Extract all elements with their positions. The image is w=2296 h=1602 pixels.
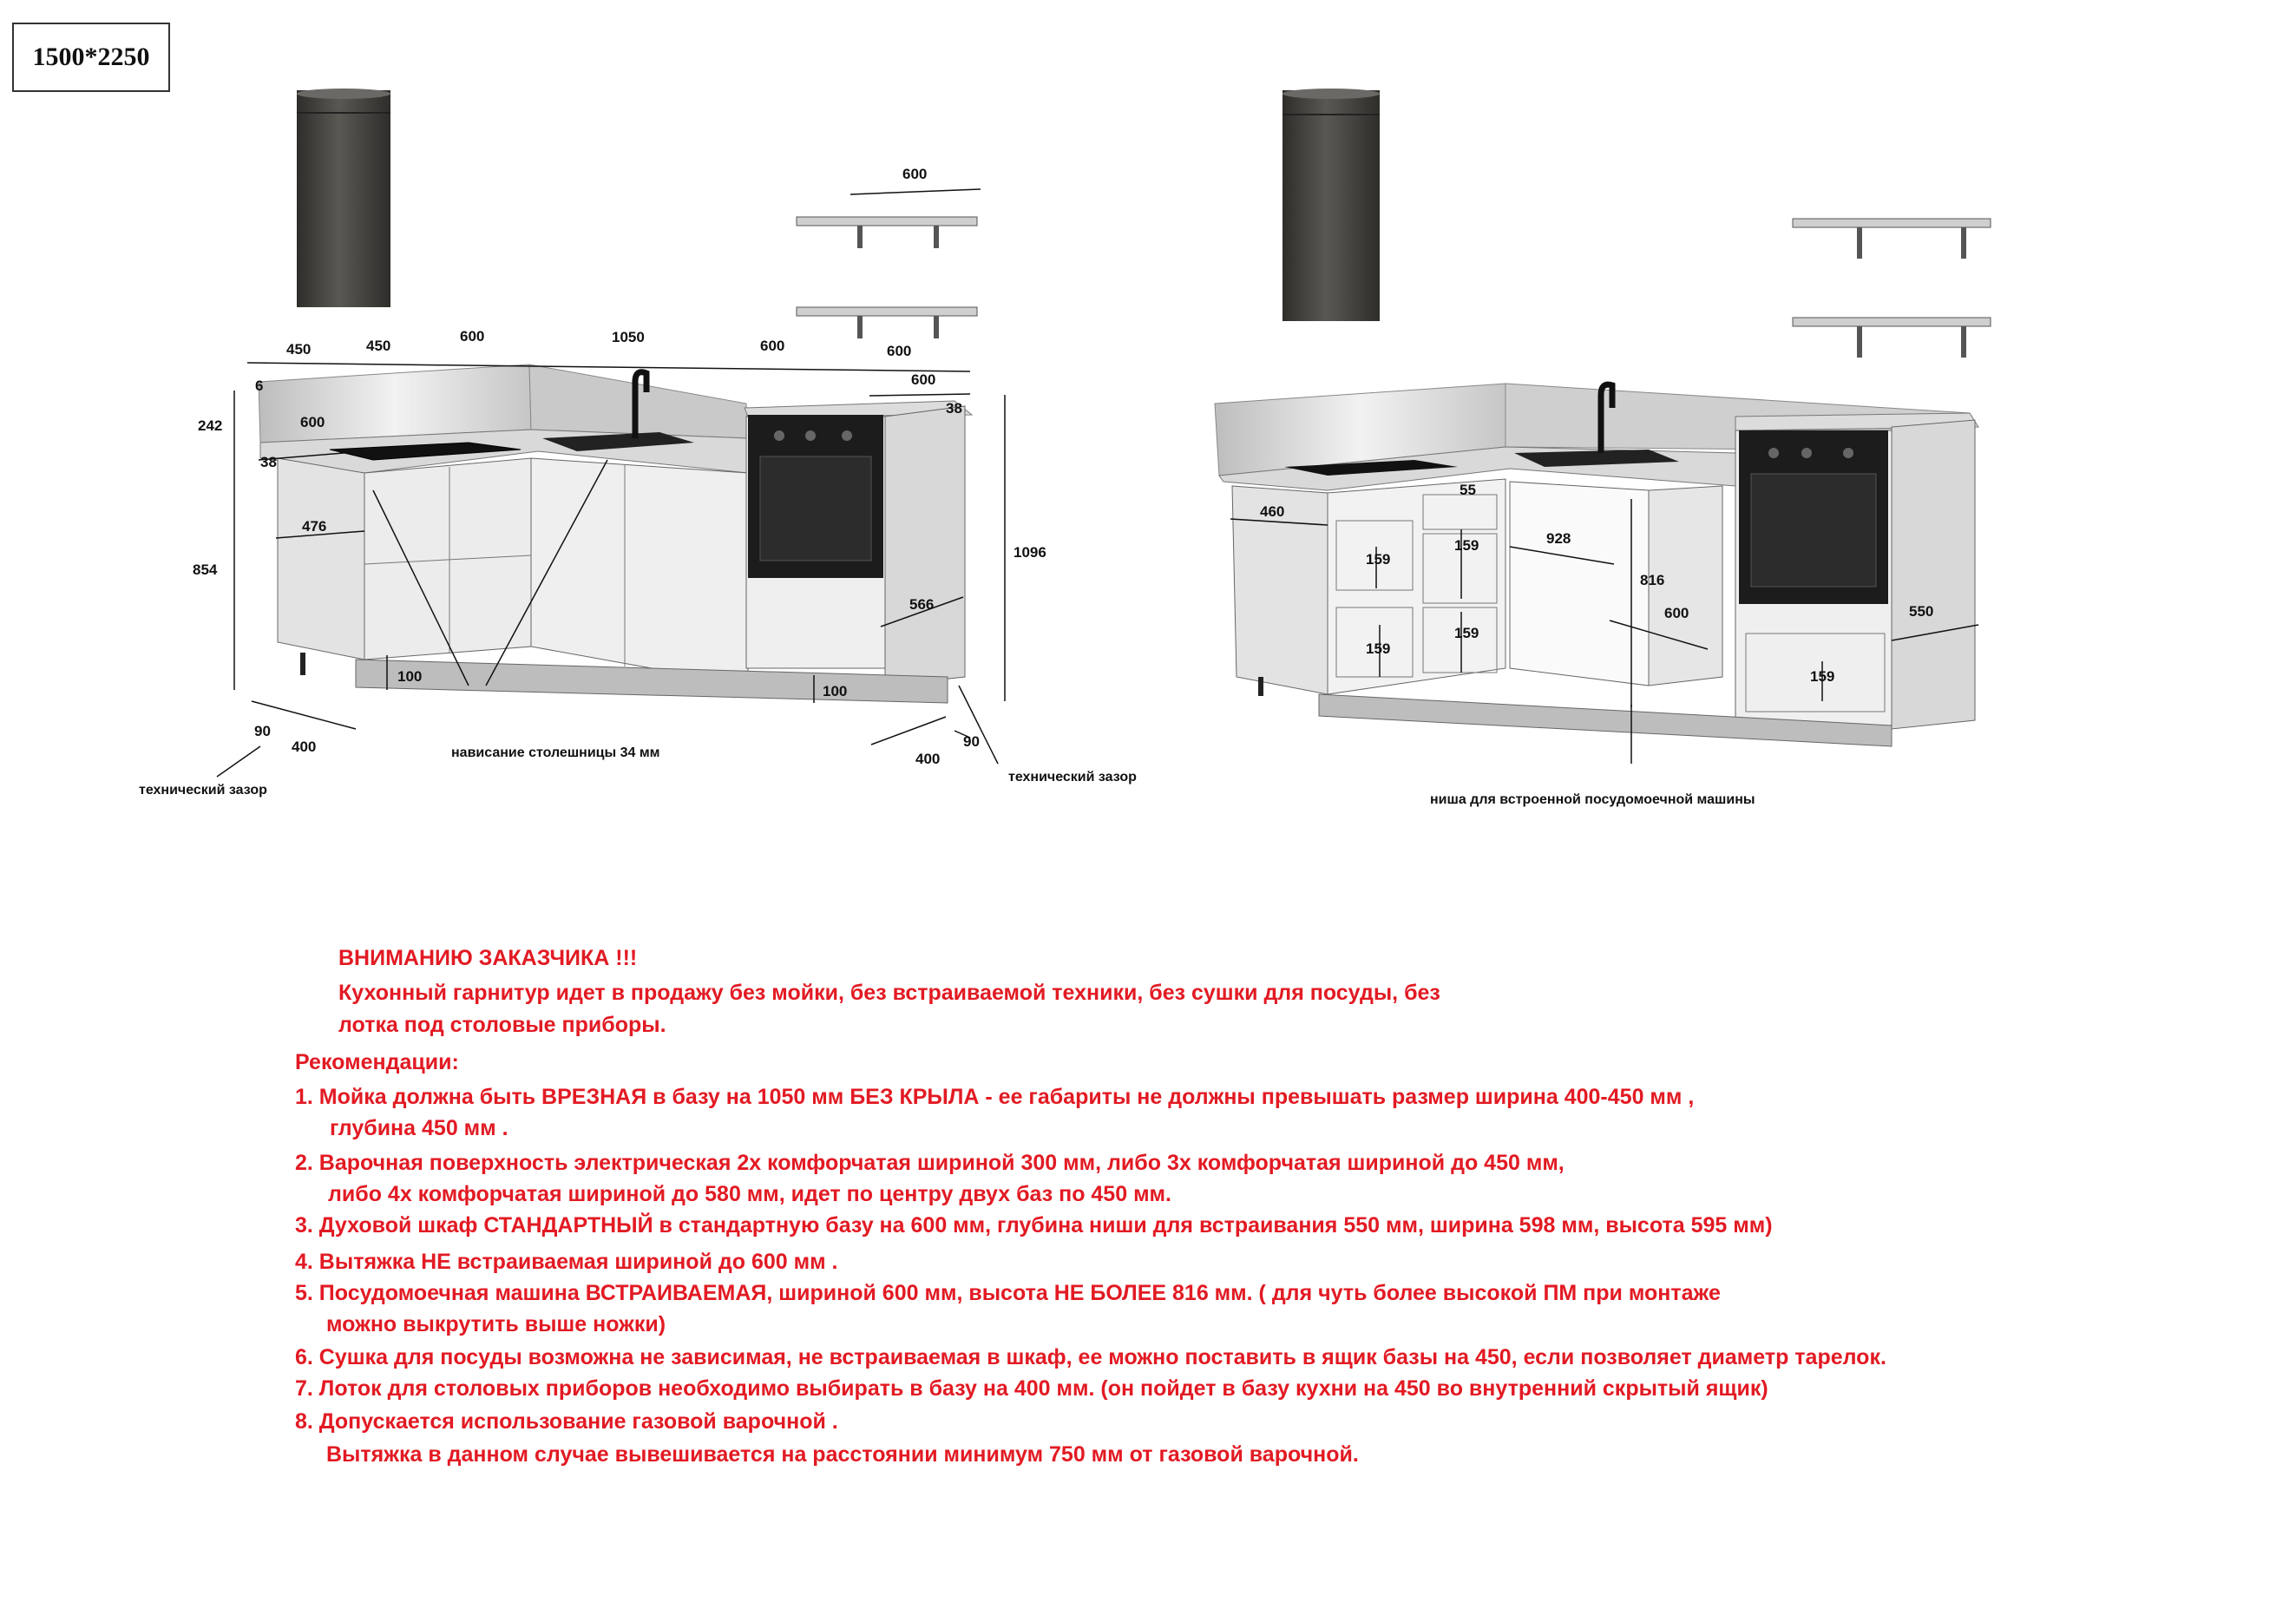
right-open-base xyxy=(1327,478,1506,695)
dim-d38a: 38 xyxy=(260,454,277,470)
dim-h6: 6 xyxy=(255,378,263,394)
dim-h242: 242 xyxy=(198,417,222,434)
dim-r-600: 600 xyxy=(1664,605,1689,621)
left-corner-base-front xyxy=(364,457,532,660)
right-kitchen-view: 460 55 159 159 159 159 159 928 816 600 5… xyxy=(1214,89,1991,807)
left-hob xyxy=(329,442,522,461)
left-faucet xyxy=(632,369,650,438)
dim-top-600a: 600 xyxy=(460,328,484,345)
dim-r-159c: 159 xyxy=(1366,640,1390,657)
dim-r-159a: 159 xyxy=(1366,551,1390,568)
right-shelf-upper xyxy=(1792,218,1991,259)
right-hood xyxy=(1282,89,1380,321)
left-sink-base xyxy=(530,457,749,686)
right-shelf-lower xyxy=(1792,317,1991,358)
dim-h1096: 1096 xyxy=(1014,544,1046,561)
dim-r-460: 460 xyxy=(1260,503,1284,520)
dim-top-450b: 450 xyxy=(366,338,390,354)
dim-w476: 476 xyxy=(302,518,326,535)
dim-top-600d: 600 xyxy=(911,371,935,388)
dim-top-1050: 1050 xyxy=(612,329,645,345)
caption-tech-gap-right: технический зазор xyxy=(1008,770,1137,785)
dim-r-550: 550 xyxy=(1909,603,1933,620)
left-hood xyxy=(297,89,390,307)
dim-g90b: 90 xyxy=(963,733,980,750)
left-kitchen-view: 450 450 600 1050 600 600 600 600 6 242 6… xyxy=(139,89,1137,798)
dim-shelf-600: 600 xyxy=(902,166,927,182)
dim-r-816: 816 xyxy=(1640,572,1664,588)
caption-tech-gap-left: технический зазор xyxy=(139,783,267,798)
dim-d566: 566 xyxy=(909,596,934,613)
dishwasher-niche xyxy=(1509,481,1650,686)
dim-top-600b: 600 xyxy=(760,338,784,354)
left-backsplash-short xyxy=(258,364,532,443)
dim-leg100b: 100 xyxy=(823,683,847,699)
right-faucet xyxy=(1597,381,1616,453)
dim-r-159b: 159 xyxy=(1454,537,1479,554)
right-sink xyxy=(1514,450,1679,467)
dim-g400a: 400 xyxy=(292,739,316,755)
dim-r-159d: 159 xyxy=(1454,625,1479,641)
left-corner-base-side xyxy=(277,457,365,660)
dim-leg100a: 100 xyxy=(397,668,422,685)
dim-top-600c: 600 xyxy=(887,343,911,359)
dim-h854: 854 xyxy=(193,561,218,578)
dim-r-928: 928 xyxy=(1546,530,1571,547)
dim-r-55: 55 xyxy=(1460,482,1476,498)
dim-d600: 600 xyxy=(300,414,325,430)
dim-top-450a: 450 xyxy=(286,341,311,358)
dim-g90a: 90 xyxy=(254,723,271,739)
left-shelf-lower xyxy=(796,306,978,338)
left-sink xyxy=(542,432,694,451)
left-shelf-upper xyxy=(796,216,978,248)
dim-g400b: 400 xyxy=(915,751,940,767)
caption-overhang: нависание столешницы 34 мм xyxy=(451,745,660,760)
size-label: 1500*2250 xyxy=(12,23,170,92)
dim-r-159e: 159 xyxy=(1810,668,1834,685)
right-hob xyxy=(1284,460,1458,476)
caption-niche: ниша для встроенной посудомоечной машины xyxy=(1430,792,1755,807)
dim-d38b: 38 xyxy=(946,400,962,417)
